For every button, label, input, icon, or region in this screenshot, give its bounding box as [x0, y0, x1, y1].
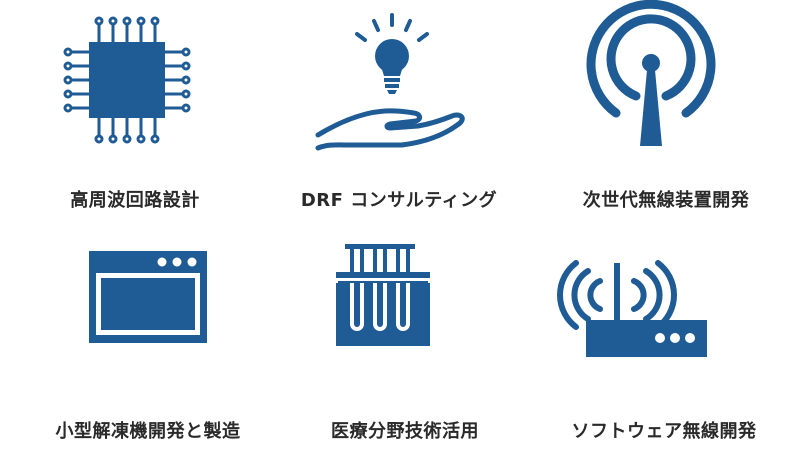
service-item-next-gen-wireless: 次世代無線装置開発	[532, 0, 798, 225]
service-item-compact-thawing-machine: 小型解凍機開発と製造	[0, 225, 266, 450]
service-label: DRF コンサルティング	[300, 190, 498, 211]
service-item-drf-consulting: DRF コンサルティング	[266, 0, 532, 225]
service-label: 高周波回路設計	[70, 190, 200, 211]
service-label: 小型解凍機開発と製造	[55, 421, 241, 442]
service-item-medical-applications: 医療分野技術活用	[266, 225, 532, 450]
service-label: 医療分野技術活用	[331, 421, 479, 442]
service-label: 次世代無線装置開発	[582, 190, 750, 211]
service-item-software-defined-radio: ソフトウェア無線開発	[532, 225, 798, 450]
service-item-rf-circuit-design: 高周波回路設計	[0, 0, 266, 225]
service-label: ソフトウェア無線開発	[571, 421, 757, 442]
